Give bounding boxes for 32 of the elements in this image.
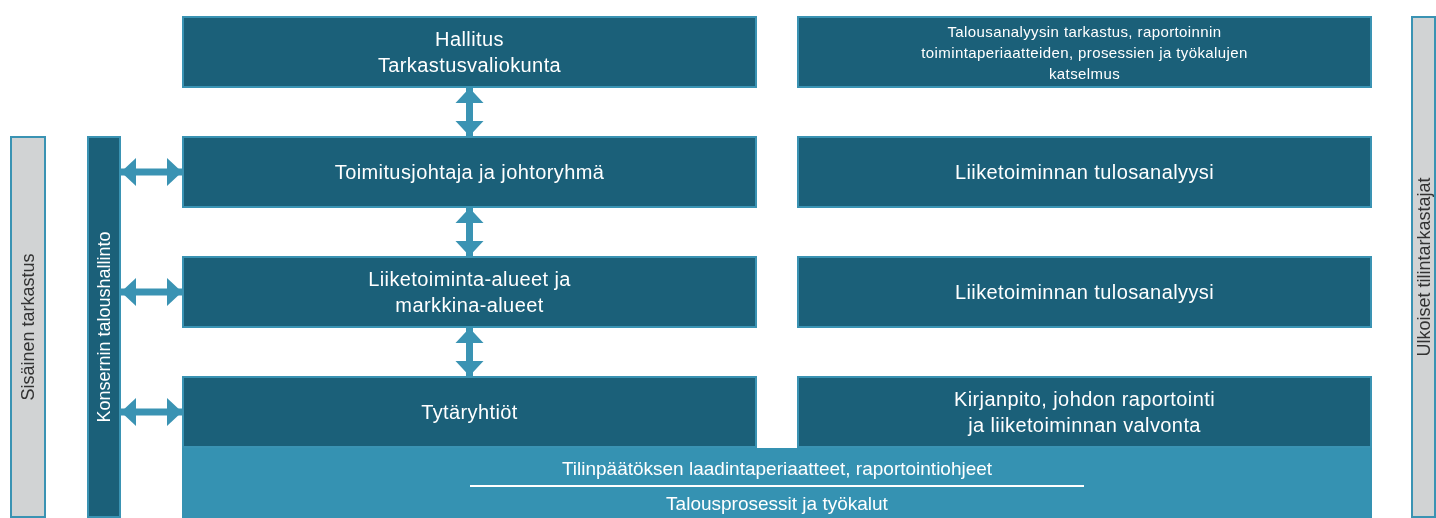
label-text: Tytäryhtiöt	[421, 400, 518, 425]
label-text: Sisäinen tarkastus	[18, 253, 38, 401]
org-box	[797, 16, 1372, 88]
org-box	[797, 136, 1372, 208]
label-text: Tilinpäätöksen laadintaperiaatteet, raportointiohjeet	[561, 458, 993, 480]
side-bar	[10, 136, 46, 518]
org-box	[797, 376, 1372, 448]
label-text: Talousprosessit ja työkalut	[666, 493, 888, 515]
double-arrow	[121, 398, 182, 426]
double-arrow	[455, 88, 484, 136]
double-arrow	[455, 328, 484, 376]
label-text: Tarkastusvaliokunta	[377, 53, 562, 78]
label-text: Liiketoiminnan tulosanalyysi	[954, 160, 1215, 185]
label-text: Ulkoiset tilintarkastajat	[1413, 177, 1434, 357]
label-text: Kirjanpito, johdon raportointi ja liiketoiminnan valvonta	[952, 387, 1216, 438]
org-box	[182, 256, 757, 328]
org-box	[182, 16, 757, 88]
side-bar	[1411, 16, 1436, 518]
label-text: Liiketoiminta-alueet ja markkina-alueet	[367, 267, 572, 318]
label-text: Konsernin taloushallinto	[94, 231, 114, 423]
org-box	[182, 136, 757, 208]
double-arrow	[455, 208, 484, 256]
double-arrow	[121, 158, 182, 186]
double-arrow	[121, 278, 182, 306]
label-text: Talousanalyysin tarkastus, raportoinnin toimintaperiaatteiden, prosessien ja työkalujen katselmus	[920, 21, 1249, 84]
label-text: Liiketoiminnan tulosanalyysi	[954, 280, 1215, 305]
label-text: Hallitus	[435, 27, 504, 52]
vertical-bar	[87, 136, 121, 518]
base-band	[182, 448, 1372, 518]
org-box	[797, 256, 1372, 328]
label-text: Toimitusjohtaja ja johtoryhmä	[334, 160, 605, 185]
org-box	[182, 376, 757, 448]
